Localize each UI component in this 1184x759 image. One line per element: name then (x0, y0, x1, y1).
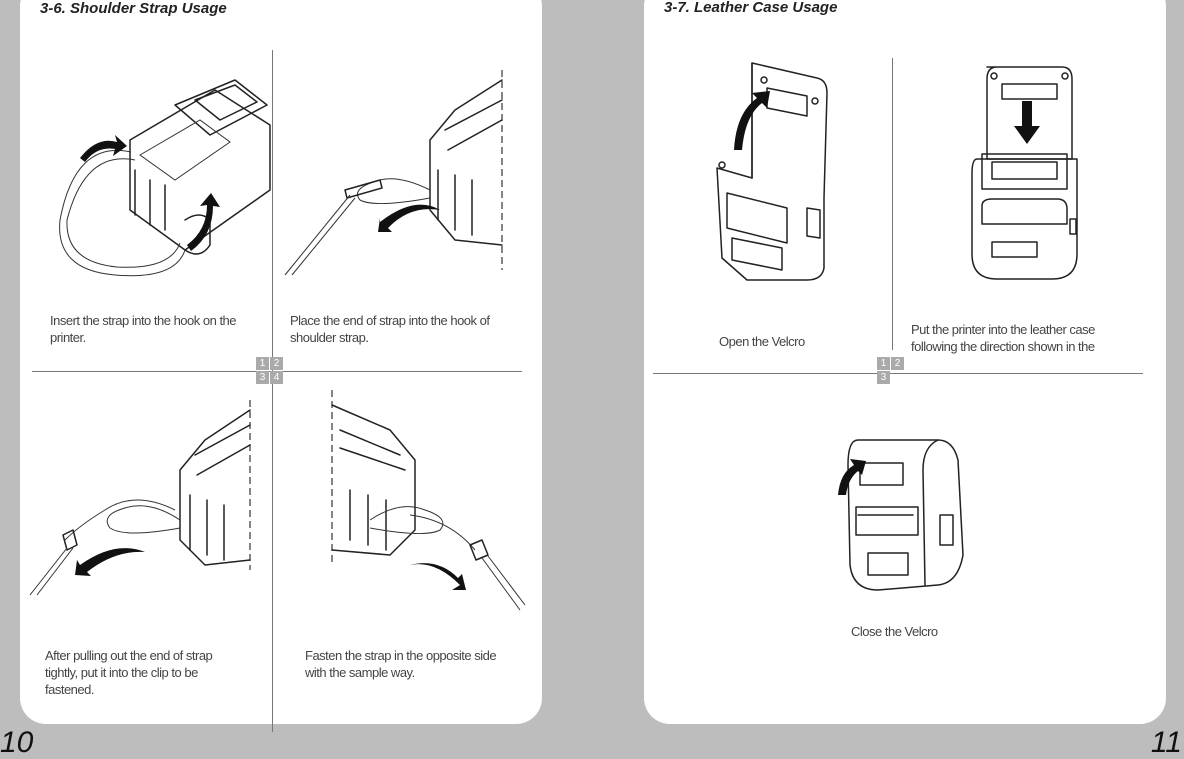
right-page: 3-7. Leather Case Usage 1 2 3 (644, 0, 1166, 724)
illustration-pull-strap (29, 400, 251, 596)
grid-cell-1: 1 (877, 357, 890, 370)
left-page-number: 10 (0, 726, 34, 759)
step-grid-badge: 1 2 3 4 (256, 357, 283, 384)
step-grid-badge: 1 2 3 (877, 357, 904, 384)
step-1-caption: Open the Velcro (719, 334, 805, 349)
left-page: 3-6. Shoulder Strap Usage 1 2 3 4 (20, 0, 542, 732)
section-title-shoulder-strap: 3-6. Shoulder Strap Usage (40, 0, 227, 17)
step-3-caption: After pulling out the end of strap tight… (45, 648, 213, 697)
grid-cell-2: 2 (270, 357, 283, 370)
section-title-leather-case: 3-7. Leather Case Usage (664, 0, 838, 16)
grid-cell-3: 3 (256, 371, 269, 384)
illustration-close-velcro (838, 439, 964, 591)
step-2-caption: Place the end of strap into the hook of … (290, 313, 490, 345)
step-2-caption: Put the printer into the leather case fo… (911, 322, 1095, 354)
column-divider (892, 58, 893, 350)
column-divider (272, 50, 273, 732)
grid-cell-2: 2 (891, 357, 904, 370)
step-1-caption: Insert the strap into the hook on the pr… (50, 313, 237, 345)
grid-cell-4: 4 (270, 371, 283, 384)
step-4-caption: Fasten the strap in the opposite side wi… (305, 648, 497, 680)
illustration-place-strap-end (284, 70, 503, 276)
illustration-insert-printer (971, 66, 1078, 280)
illustration-insert-strap (59, 79, 271, 277)
right-page-number: 11 (1150, 726, 1182, 759)
grid-cell-1: 1 (256, 357, 269, 370)
step-3-caption: Close the Velcro (851, 624, 938, 639)
illustration-fasten-opposite-side (331, 390, 526, 611)
grid-cell-3: 3 (877, 371, 890, 384)
illustration-open-velcro (716, 62, 828, 281)
row-divider (653, 373, 1143, 374)
